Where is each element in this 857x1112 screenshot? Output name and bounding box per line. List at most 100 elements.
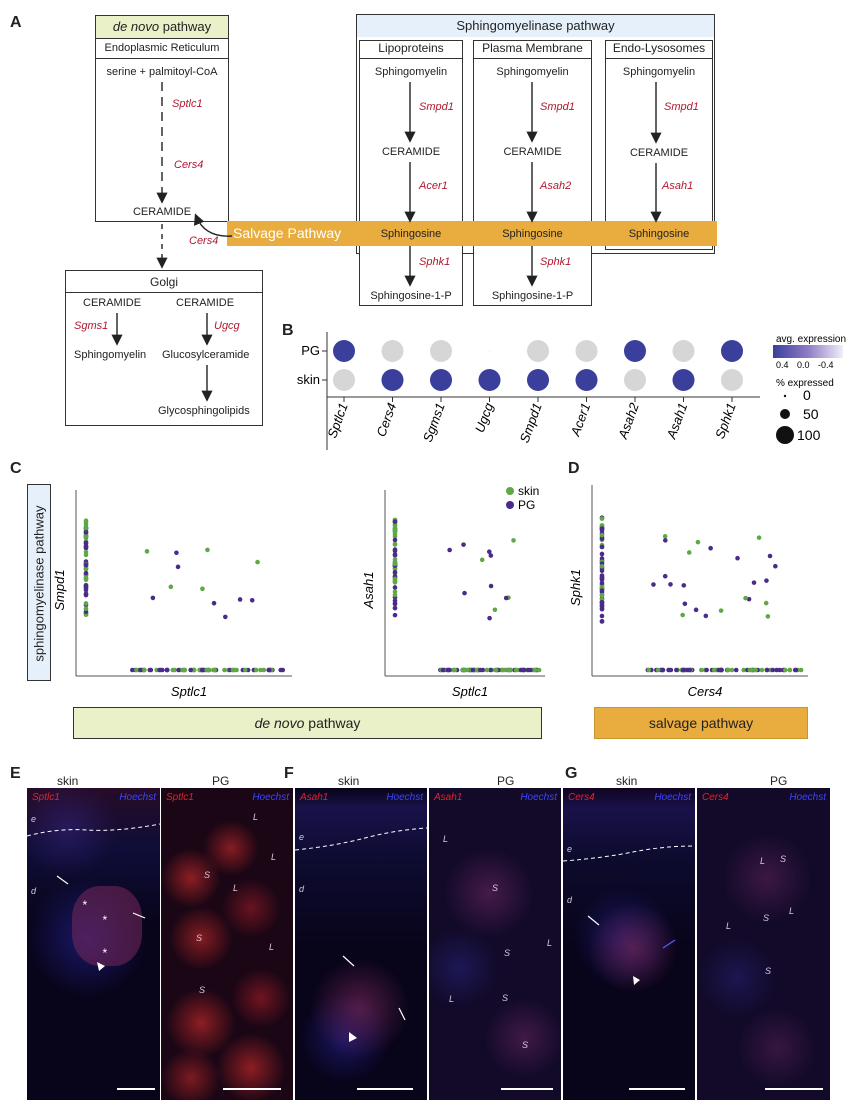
scatter-point [392,561,398,567]
scatter-point [486,549,492,555]
scatter-point [599,602,605,608]
dotplot-gene-label: Sptlc1 [324,401,350,440]
scatter-point [741,667,746,673]
e-pg-stain: Sptlc1 [166,792,194,803]
scatter-point [461,667,467,673]
legend-size-label-100: 100 [797,427,821,443]
golgi-glucosylceramide: Glucosylceramide [162,349,250,361]
dotplot-dot [575,369,598,391]
f-skin-counter: Hoechst [386,792,423,803]
dotplot-dot [721,369,743,391]
f-skin-scale-bar [357,1088,413,1090]
e-skin-star-1: * [82,898,87,912]
f-pg-scale-bar [501,1088,553,1090]
legend-size-label-50: 50 [803,406,819,422]
scatter-point [452,667,458,673]
col1-gene-1: Smpd1 [419,101,454,113]
scatter-point [392,605,398,611]
legend-color-bar [773,345,843,358]
golgi-right-ceramide: CERAMIDE [176,297,235,309]
scatter-point [261,667,267,673]
legend-tick-1: 0.4 [776,360,789,370]
scatter-point [83,587,89,593]
col-title-lipoproteins: Lipoproteins [378,41,444,55]
scatter-point [506,667,512,673]
col2-intermediate: CERAMIDE [503,146,562,158]
scatter-point [759,667,765,673]
scatter-ylabel: Sphk1 [568,569,583,606]
denovo-gene-2: Cers4 [174,159,204,171]
legend-color-title: avg. expression [776,334,846,345]
scatter-point [188,667,193,673]
scatter-point [767,553,773,559]
golgi-glycosphingolipids: Glycosphingolipids [158,405,250,417]
dotplot-gene-label: Sgms1 [420,401,448,444]
lipoproteins-box [359,40,463,306]
scatter-point [83,591,89,597]
golgi-gene-sgms1: Sgms1 [74,320,109,332]
g-col-pg: PG [770,774,788,788]
col1-intermediate: CERAMIDE [381,146,441,158]
scatter-point [532,667,538,673]
denovo-pathway-bar: de novo pathway [73,707,542,739]
f-col-pg: PG [497,774,515,788]
micrograph-g-pg: Cers4 Hoechst L S L L S S [697,788,830,1100]
scatter-point [83,601,89,606]
dotplot-dot [721,340,743,362]
er-label: Endoplasmic Reticulum [104,42,220,54]
scatter-point [599,544,605,550]
scatter-point [793,667,799,673]
scatter-point [599,574,605,580]
e-pg-scale-bar [223,1088,281,1090]
micrograph-f-skin: Asah1 Hoechst e d [295,788,427,1100]
g-pg-s3: S [765,966,772,976]
tissue-texture [161,788,293,1100]
scatter-point [392,537,398,543]
scatter-point [748,667,754,673]
g-pg-counter: Hoechst [789,792,826,803]
scatter-point [142,667,147,673]
panel-letter-d: D [568,460,580,477]
f-pg-stain: Asah1 [434,792,463,803]
e-skin-counter: Hoechst [119,792,156,803]
scatter-point [255,559,260,565]
denovo-title: de novo pathway [95,15,229,39]
f-pg-s3: S [502,993,509,1003]
scatter-point [157,667,162,673]
scatter-point [237,597,243,602]
golgi-divider [65,292,263,293]
dotplot-gene-label: Acer1 [567,401,593,439]
panel-letter-e: E [10,765,21,782]
scatter-point [503,595,509,601]
col-divider-1 [359,58,463,59]
scatter-point [392,592,398,598]
scatter-point [83,606,89,612]
scatter-point [693,607,699,613]
dotplot-dot [489,350,490,352]
f-pg-s4: S [522,1040,529,1050]
scatter-point [703,613,709,619]
dotplot-gene-label: Asah2 [615,400,642,441]
scatter-point [164,667,170,673]
f-skin-overlay [295,827,427,1042]
scatter-point [83,525,89,531]
scatter-point [138,667,143,673]
micrograph-e-pg: Sptlc1 Hoechst L L L S S L S [161,788,293,1100]
scatter-point [493,667,499,673]
scatter-legend-swatch [506,487,514,495]
dotplot-row-label: skin [297,372,320,387]
scatter-point [686,550,692,555]
scatter-xlabel: Cers4 [688,684,723,699]
scatter-point [536,667,542,673]
scatter-point [83,583,89,588]
f-col-skin: skin [338,774,360,788]
panel-letter-g: G [565,765,578,782]
scatter-point [392,601,398,607]
scatter-point [599,536,605,541]
col3-intermediate: CERAMIDE [629,147,689,159]
col2-gene-1: Smpd1 [540,101,575,113]
scatter-point [599,613,605,619]
salvage-pathway-bar-d: salvage pathway [594,707,808,739]
scatter-point [83,520,89,525]
f-pg-l2: L [547,938,553,948]
